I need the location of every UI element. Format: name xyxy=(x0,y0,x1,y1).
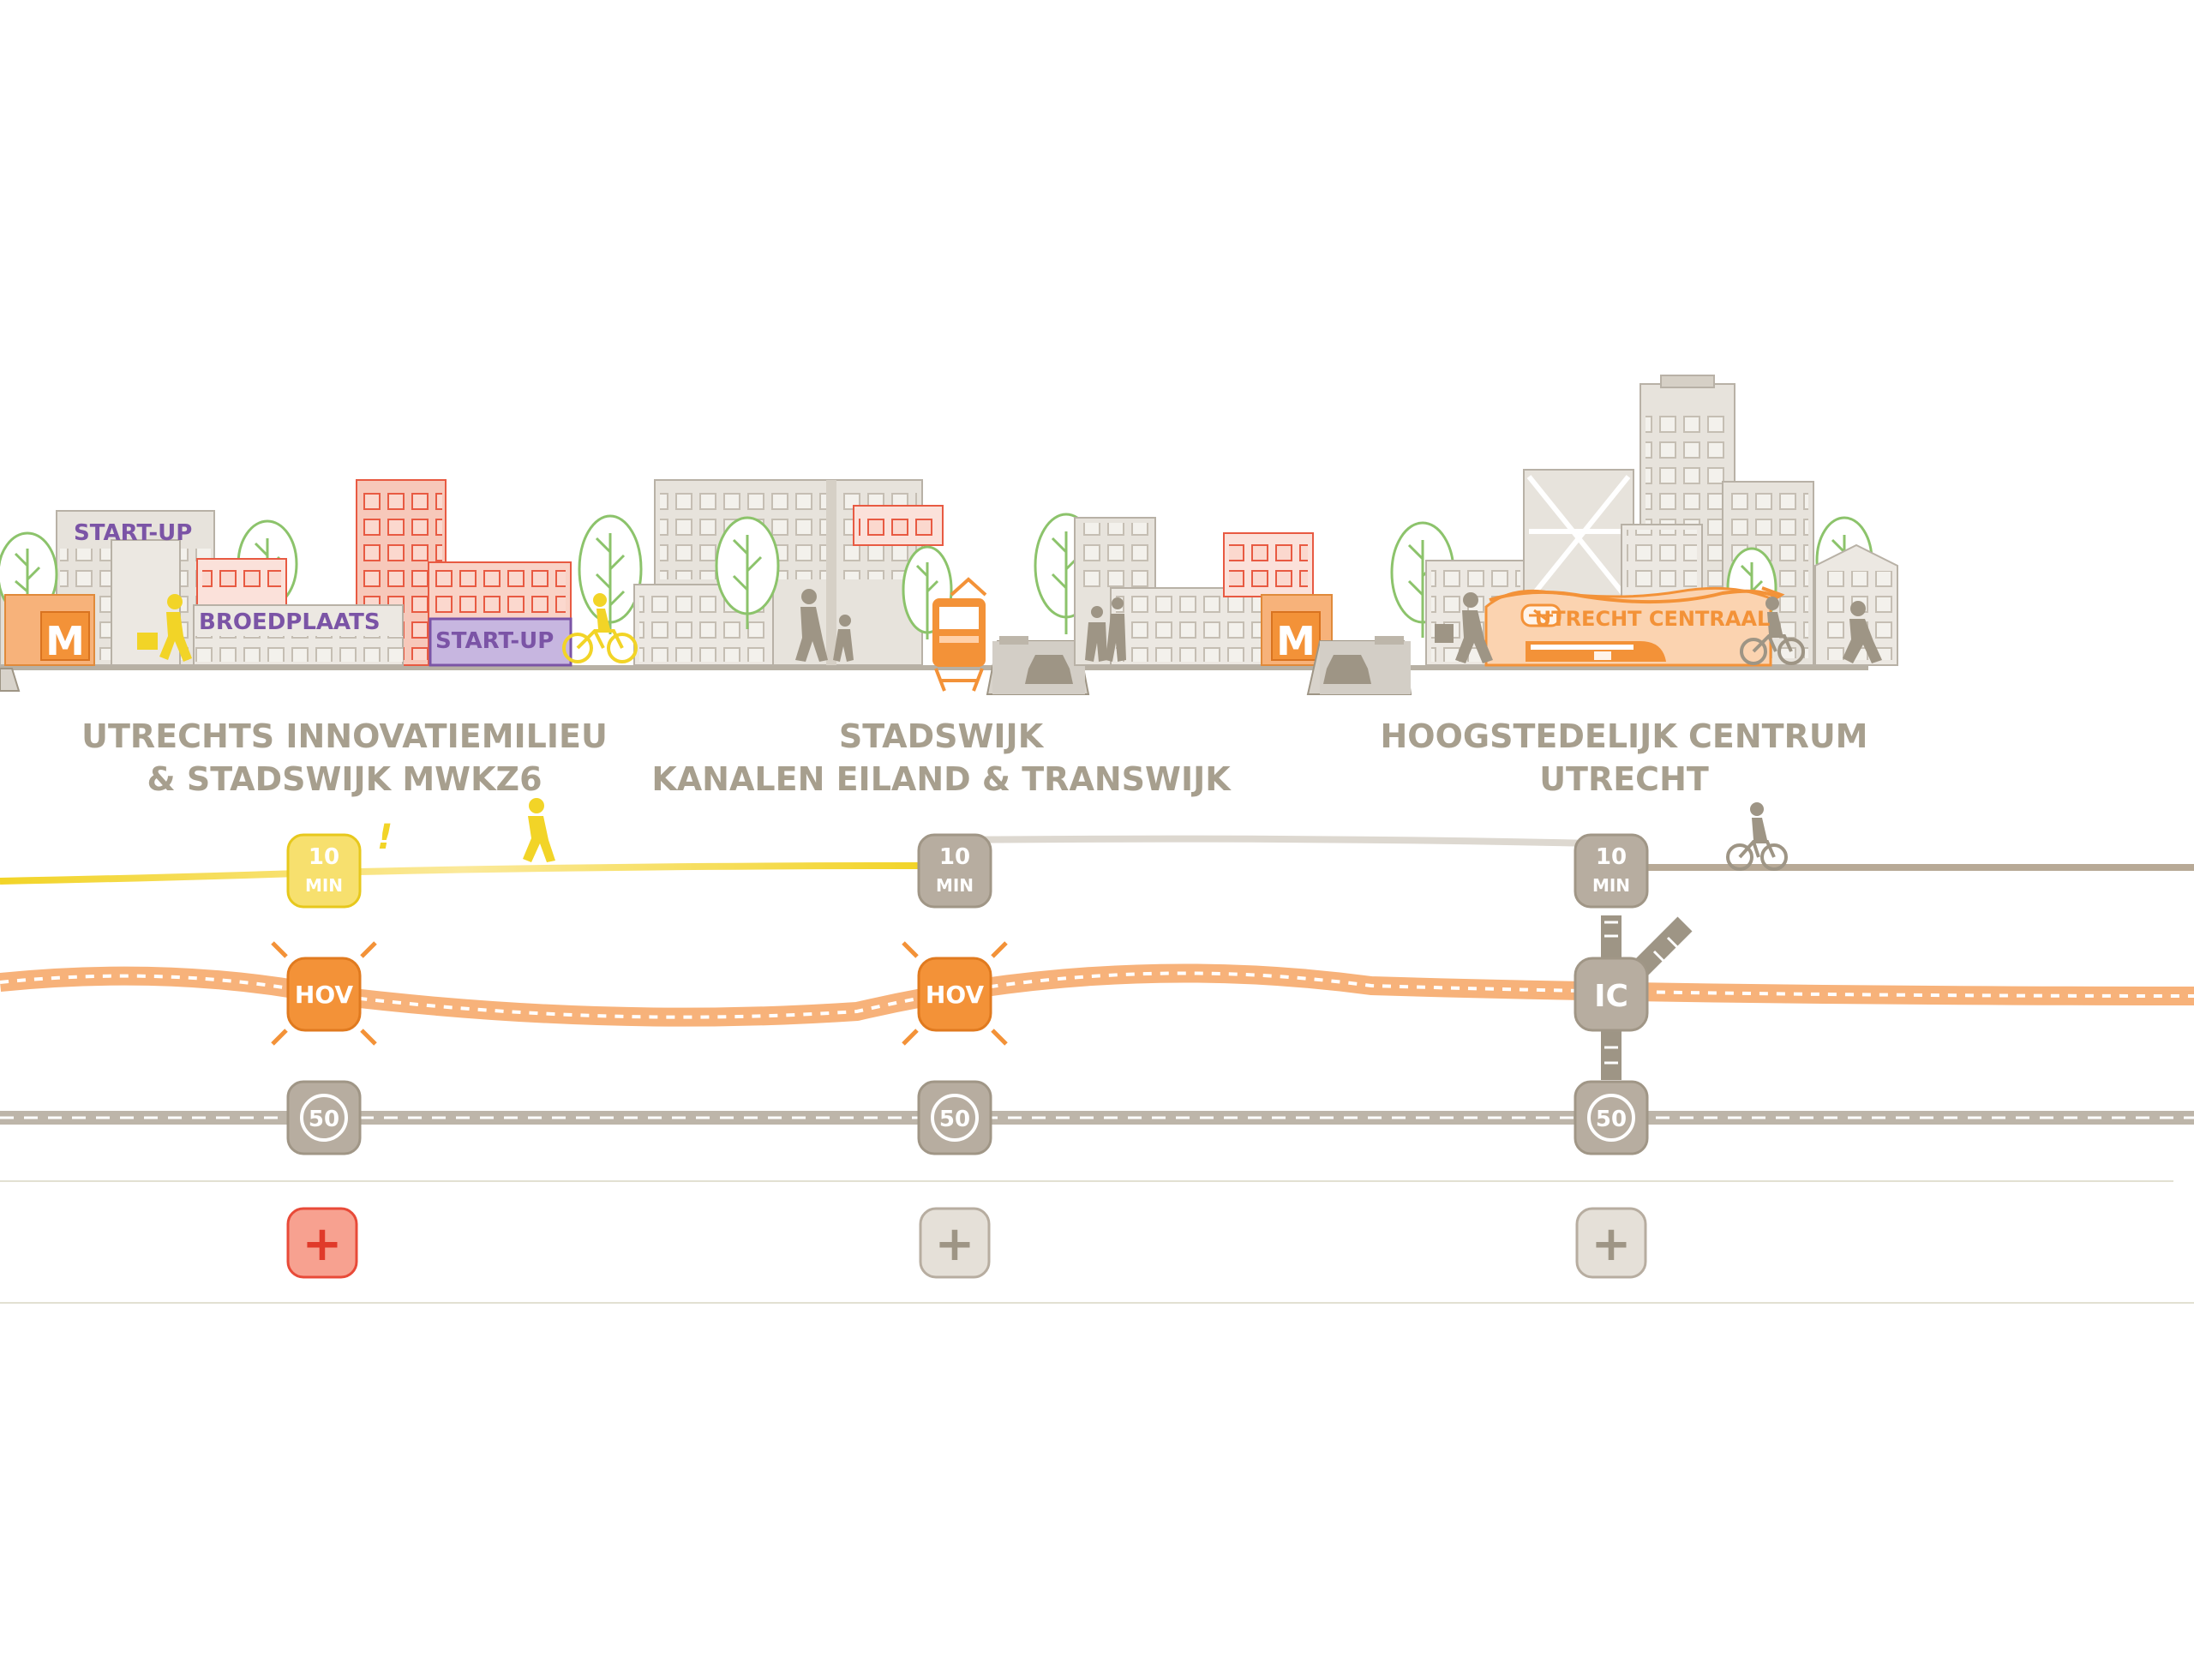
ground-line xyxy=(0,665,1868,670)
building-windows xyxy=(1116,593,1274,662)
building-windows xyxy=(1080,523,1150,591)
building-windows xyxy=(194,636,403,662)
building-bracing xyxy=(1526,475,1631,602)
speed-badge: 50 xyxy=(286,1080,362,1155)
tram-icon xyxy=(932,577,987,692)
plus-badge-label: + xyxy=(935,1216,975,1272)
car-icon xyxy=(986,636,1090,695)
car-icon xyxy=(1306,636,1412,695)
plus-badge: + xyxy=(1575,1207,1647,1279)
bike-line xyxy=(950,835,1595,847)
building-windows xyxy=(859,511,938,540)
ic-badge-label: IC xyxy=(1594,979,1628,1014)
broedplaats-label: BROEDPLAATS xyxy=(199,609,381,635)
bike-line xyxy=(1637,864,2194,871)
speed-limit-value: 50 xyxy=(309,1107,339,1132)
tree-icon xyxy=(715,516,780,629)
building xyxy=(826,480,836,665)
time-badge-value: 10 xyxy=(939,844,970,870)
plus-row: + + + xyxy=(286,1207,1647,1279)
zone-titles: UTRECHTS INNOVATIEMILIEU & STADSWIJK MWK… xyxy=(81,717,1867,798)
walker-icon xyxy=(523,798,555,862)
time-badge-unit: MIN xyxy=(936,875,974,896)
utrecht-centraal-station xyxy=(1484,586,1785,667)
hov-badge-label: HOV xyxy=(295,981,353,1009)
metro-label: M xyxy=(45,618,85,664)
walker-icon xyxy=(137,594,192,662)
startup-label: START-UP xyxy=(74,520,192,546)
plus-badge: + xyxy=(286,1207,358,1279)
time-badge: 10 MIN xyxy=(286,833,362,909)
car-ramp xyxy=(0,668,21,692)
station-label: UTRECHT CENTRAAL xyxy=(1535,607,1771,631)
time-badge-unit: MIN xyxy=(305,875,343,896)
hov-track-dashes xyxy=(0,971,2194,1019)
cyclist-icon xyxy=(1726,802,1788,871)
building-windows xyxy=(202,566,281,593)
zone-subtitle: & STADSWIJK MWKZ6 xyxy=(147,760,542,798)
time-badge: 10 MIN xyxy=(917,833,992,909)
ic-badge: IC xyxy=(1574,957,1649,1032)
plus-badge: + xyxy=(919,1207,991,1279)
tree-icon xyxy=(578,514,643,634)
hov-badge: HOV xyxy=(902,941,1008,1046)
startup-label: START-UP xyxy=(435,628,554,654)
plus-badge-label: + xyxy=(303,1216,343,1272)
train-icon xyxy=(1526,641,1666,662)
walk-line xyxy=(0,862,926,885)
building-windows xyxy=(1229,538,1308,591)
pedestrian-icon xyxy=(795,589,854,662)
ns-logo-icon xyxy=(1520,603,1562,627)
building-windows xyxy=(434,567,566,619)
pedestrian-icon xyxy=(1085,597,1126,662)
pedestrian-icon xyxy=(1435,592,1493,663)
hov-badge-label: HOV xyxy=(926,981,984,1009)
cyclist-icon xyxy=(562,593,638,663)
speed-limit-value: 50 xyxy=(939,1107,970,1132)
time-badge-value: 10 xyxy=(1596,844,1627,870)
walk-bike-line: 10 MIN ! 10 MIN 10 MIN xyxy=(0,798,2194,909)
speed-limit-value: 50 xyxy=(1596,1107,1627,1132)
zone-title: UTRECHTS INNOVATIEMILIEU xyxy=(81,717,608,755)
speed-badge: 50 xyxy=(1574,1080,1649,1155)
time-badge-value: 10 xyxy=(309,844,339,870)
cyclist-icon xyxy=(1740,597,1805,665)
pedestrian-icon xyxy=(1843,601,1882,663)
ic-track xyxy=(1631,916,1693,978)
zone-title: STADSWIJK xyxy=(839,717,1045,755)
plus-badge-label: + xyxy=(1592,1216,1632,1272)
startup-building xyxy=(429,617,572,667)
transit-line: HOV HOV IC xyxy=(0,915,2194,1080)
skyline: START-UP BROEDPLAATS START-UP M M UTRECH… xyxy=(0,375,1898,695)
road-line: 50 50 50 xyxy=(0,1080,2194,1155)
metro-label: M xyxy=(1276,618,1316,664)
speed-badge: 50 xyxy=(917,1080,992,1155)
time-badge-unit: MIN xyxy=(1592,875,1630,896)
zone-subtitle: KANALEN EILAND & TRANSWIJK xyxy=(651,760,1232,798)
time-badge: 10 MIN xyxy=(1574,833,1649,909)
warning-note: ! xyxy=(377,818,393,857)
hov-badge: HOV xyxy=(271,941,377,1046)
zone-title: HOOGSTEDELIJK CENTRUM xyxy=(1380,717,1867,755)
zone-subtitle: UTRECHT xyxy=(1539,760,1709,798)
